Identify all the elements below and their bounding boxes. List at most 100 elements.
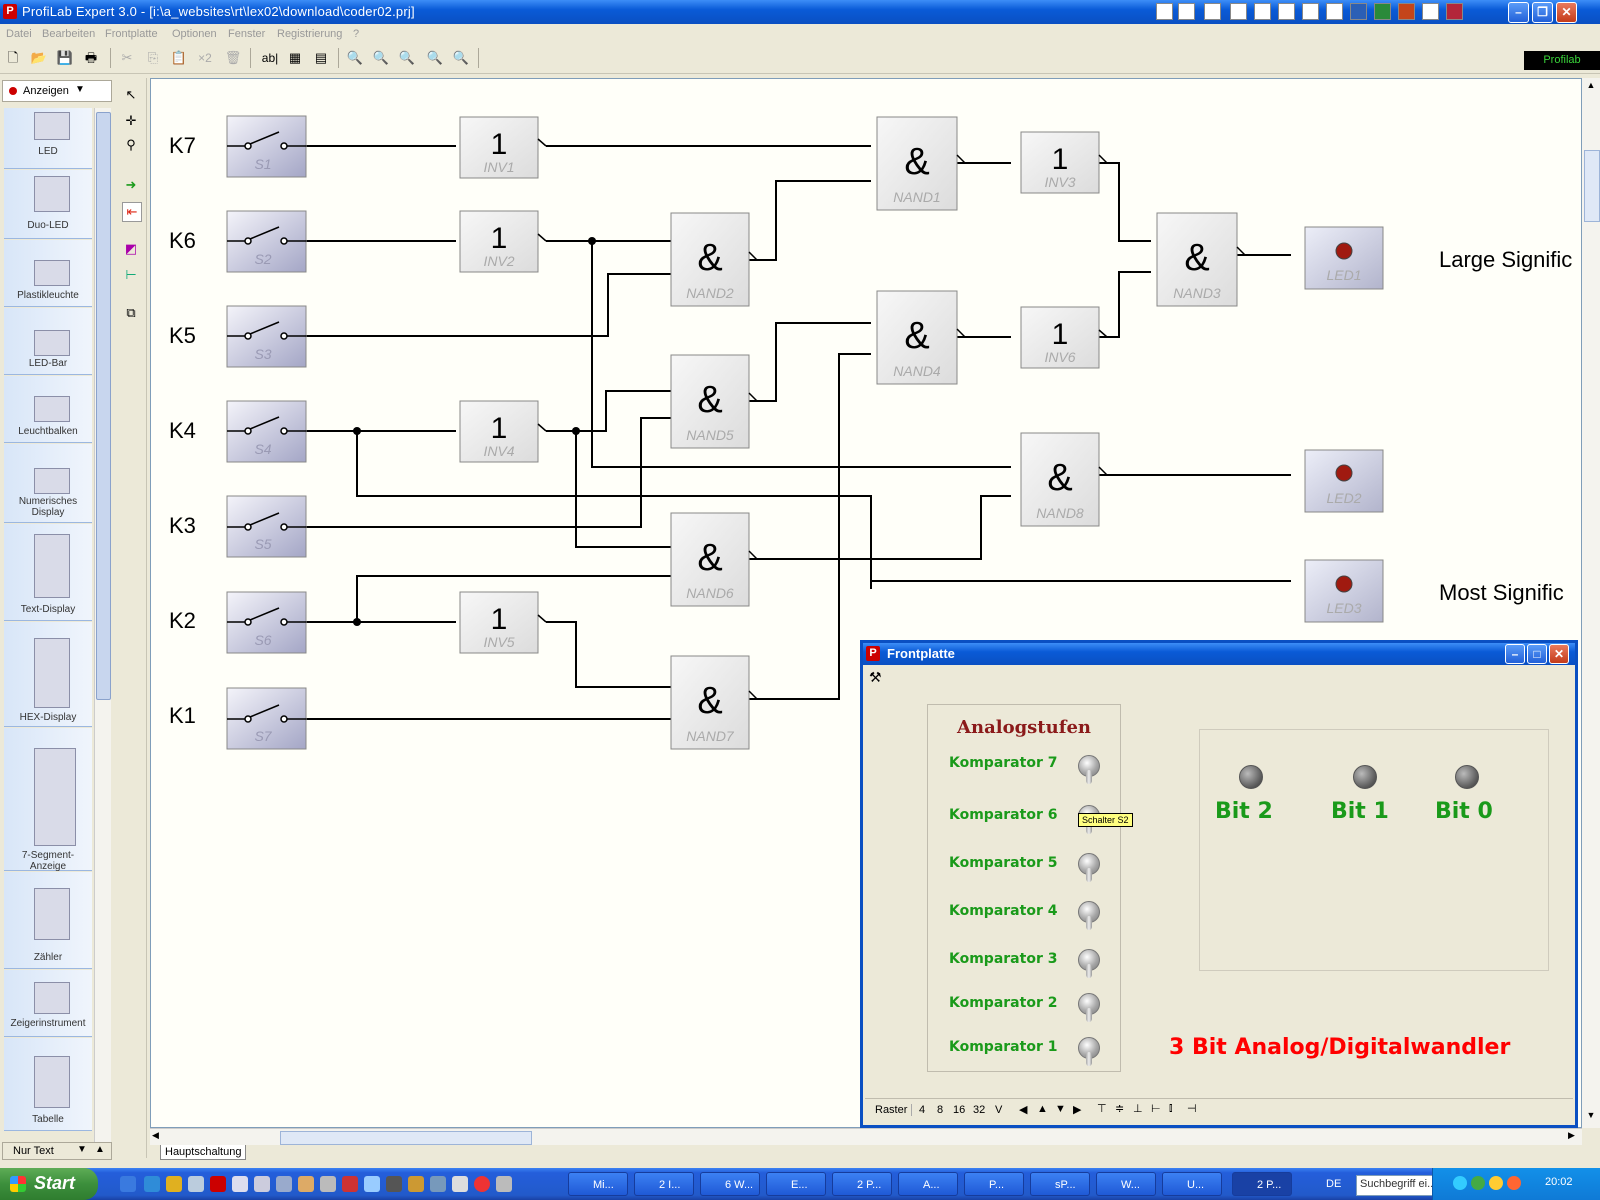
toggle-switch[interactable] bbox=[1078, 901, 1100, 930]
menu-fenster[interactable]: Fenster bbox=[228, 28, 266, 40]
toolbar-icon[interactable] bbox=[1178, 3, 1195, 20]
raster-option[interactable]: 32 bbox=[973, 1104, 986, 1116]
led-component[interactable]: LED1 bbox=[1304, 226, 1384, 290]
access-icon[interactable] bbox=[1446, 3, 1463, 20]
maximize-button[interactable]: □ bbox=[1527, 644, 1547, 664]
toggle-switch[interactable] bbox=[1078, 993, 1100, 1022]
raster-option[interactable]: 16 bbox=[953, 1104, 966, 1116]
toolbar-icon[interactable] bbox=[1254, 3, 1271, 20]
scrollbar-thumb[interactable] bbox=[1584, 150, 1600, 222]
quicklaunch-icon[interactable] bbox=[408, 1176, 424, 1192]
nand-gate[interactable]: & NAND1 bbox=[876, 116, 966, 211]
quicklaunch-icon[interactable] bbox=[276, 1176, 292, 1192]
magnifier-icon[interactable]: ⚲ bbox=[126, 137, 136, 152]
raster-option[interactable]: 4 bbox=[919, 1104, 926, 1116]
toolbar-icon[interactable] bbox=[1326, 3, 1343, 20]
palette-item-text-display[interactable]: Text-Display bbox=[4, 524, 92, 621]
arrow-left-icon[interactable]: ◀ bbox=[1019, 1104, 1028, 1116]
palette-item-hex-display[interactable]: HEX-Display bbox=[4, 622, 92, 727]
minimize-button[interactable]: – bbox=[1505, 644, 1525, 664]
palette-item-led[interactable]: LED bbox=[4, 108, 92, 169]
tray-icon[interactable] bbox=[1489, 1176, 1503, 1190]
minimize-button[interactable]: – bbox=[1508, 2, 1529, 23]
canvas-horizontal-scrollbar[interactable]: ◀ ▶ bbox=[150, 1128, 1582, 1146]
powerpoint-icon[interactable] bbox=[1398, 3, 1415, 20]
copy-icon[interactable]: ⎘ bbox=[147, 50, 159, 65]
palette-view-dropdown[interactable]: Nur Text ▼ ▲ bbox=[2, 1142, 112, 1160]
led-component[interactable]: LED3 bbox=[1304, 559, 1384, 623]
scroll-right-icon[interactable]: ▶ bbox=[1568, 1130, 1575, 1140]
menu-bearbeiten[interactable]: Bearbeiten bbox=[42, 28, 96, 40]
raster-option[interactable]: 8 bbox=[937, 1104, 944, 1116]
stop-icon[interactable]: ⇤ bbox=[122, 202, 142, 222]
canvas-vertical-scrollbar[interactable]: ▲ ▼ bbox=[1582, 78, 1600, 1128]
text-tool-button[interactable]: ab| bbox=[261, 51, 279, 65]
duplicate-button[interactable]: ×2 bbox=[198, 51, 212, 65]
toggle-switch[interactable] bbox=[1078, 853, 1100, 882]
start-button[interactable]: Start bbox=[0, 1168, 98, 1200]
nand-gate[interactable]: & NAND2 bbox=[670, 212, 758, 307]
delete-icon[interactable]: 🗑 bbox=[224, 50, 242, 65]
zoom-out-icon[interactable]: 🔍 bbox=[372, 50, 390, 65]
palette-item-7-segment[interactable]: 7-Segment-Anzeige bbox=[4, 728, 92, 872]
raster-option[interactable]: V bbox=[995, 1104, 1003, 1116]
crosshair-icon[interactable]: ✛ bbox=[125, 113, 137, 128]
switch-component[interactable]: S1 bbox=[226, 115, 307, 178]
quicklaunch-icon[interactable] bbox=[342, 1176, 358, 1192]
new-file-icon[interactable]: 🗋 bbox=[7, 50, 19, 65]
tools-icon[interactable]: ⚒ bbox=[869, 669, 882, 685]
taskbar-item-active[interactable]: 2 P... bbox=[1232, 1172, 1292, 1196]
align-left-icon[interactable]: ⊢ bbox=[1151, 1103, 1161, 1115]
tab-hauptschaltung[interactable]: Hauptschaltung bbox=[160, 1145, 247, 1160]
palette-item-plastikleuchte[interactable]: Plastikleuchte bbox=[4, 240, 92, 307]
inverter-gate[interactable]: 1 INV5 bbox=[459, 591, 547, 654]
inverter-gate[interactable]: 1 INV1 bbox=[459, 116, 547, 179]
inverter-gate[interactable]: 1 INV4 bbox=[459, 400, 547, 463]
zoom-fit-icon[interactable]: 🔍 bbox=[398, 50, 416, 65]
toolbar-icon[interactable] bbox=[1302, 3, 1319, 20]
quicklaunch-icon[interactable] bbox=[166, 1176, 182, 1192]
palette-item-led-bar[interactable]: LED-Bar bbox=[4, 308, 92, 375]
nand-gate[interactable]: & NAND8 bbox=[1020, 432, 1108, 527]
pointer-icon[interactable]: ↖ bbox=[125, 87, 137, 102]
toggle-switch[interactable] bbox=[1078, 949, 1100, 978]
toggle-switch[interactable] bbox=[1078, 755, 1100, 784]
restore-button[interactable]: ❐ bbox=[1532, 2, 1553, 23]
toolbar-icon[interactable] bbox=[1422, 3, 1439, 20]
toolbar-icon[interactable] bbox=[1278, 3, 1295, 20]
scroll-up-icon[interactable]: ▲ bbox=[1586, 80, 1596, 90]
toggle-switch[interactable] bbox=[1078, 1037, 1100, 1066]
palette-item-zeigerinstrument[interactable]: Zeigerinstrument bbox=[4, 970, 92, 1037]
switch-component[interactable]: S7 bbox=[226, 687, 307, 750]
circuit-canvas[interactable]: K7 K6 K5 K4 K3 K2 K1 S1 S2 S3 S4 S5 S6 bbox=[150, 78, 1582, 1128]
palette-item-zaehler[interactable]: Zähler bbox=[4, 872, 92, 969]
palette-item-tabelle[interactable]: Tabelle bbox=[4, 1038, 92, 1131]
arrow-right-icon[interactable]: ▶ bbox=[1073, 1104, 1082, 1116]
menu-optionen[interactable]: Optionen bbox=[172, 28, 217, 40]
frontpanel-icon[interactable]: ◩ bbox=[124, 241, 138, 256]
align-middle-icon[interactable]: ≑ bbox=[1115, 1103, 1125, 1115]
language-indicator[interactable]: DE bbox=[1326, 1178, 1342, 1190]
scrollbar-thumb[interactable] bbox=[96, 112, 111, 700]
zoom-reset-icon[interactable]: 🔍 bbox=[452, 50, 470, 65]
word-icon[interactable] bbox=[1350, 3, 1367, 20]
scroll-down-icon[interactable]: ▼ bbox=[1586, 1110, 1596, 1120]
tray-icon[interactable] bbox=[1453, 1176, 1467, 1190]
align-center-icon[interactable]: ⫾ bbox=[1169, 1102, 1173, 1114]
run-icon[interactable]: ➜ bbox=[125, 177, 137, 192]
nand-gate[interactable]: & NAND5 bbox=[670, 354, 758, 449]
nand-gate[interactable]: & NAND6 bbox=[670, 512, 758, 607]
quicklaunch-icon[interactable] bbox=[254, 1176, 270, 1192]
palette-item-duo-led[interactable]: Duo-LED bbox=[4, 170, 92, 239]
quicklaunch-icon[interactable] bbox=[496, 1176, 512, 1192]
quicklaunch-icon[interactable] bbox=[474, 1176, 490, 1192]
align-top-icon[interactable]: ⊤ bbox=[1097, 1103, 1107, 1115]
quicklaunch-icon[interactable] bbox=[386, 1176, 402, 1192]
print-icon[interactable]: 🖶 bbox=[84, 50, 98, 65]
zoom-all-icon[interactable]: 🔍 bbox=[426, 50, 444, 65]
layer-icon[interactable]: ⧉ bbox=[126, 305, 136, 320]
palette-scrollbar[interactable] bbox=[94, 108, 111, 1143]
taskbar-item[interactable]: 6 W... bbox=[700, 1172, 760, 1196]
switch-component[interactable]: S6 bbox=[226, 591, 307, 654]
taskbar-item[interactable]: P... bbox=[964, 1172, 1024, 1196]
